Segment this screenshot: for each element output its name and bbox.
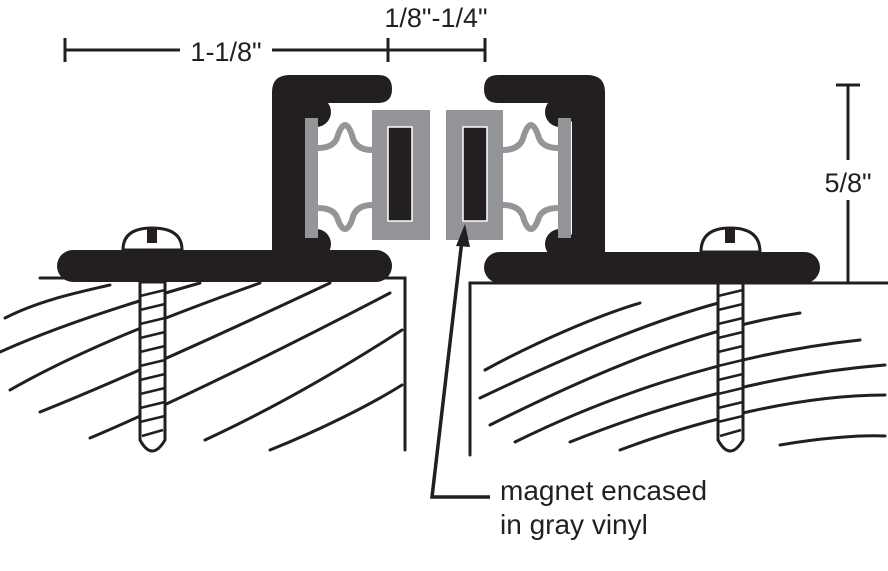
threshold-profile-right: [484, 75, 820, 283]
gap-dimension-label: 1/8"-1/4": [384, 3, 487, 33]
wood-grain-right: [468, 281, 888, 457]
dimension-lines: [63, 38, 860, 285]
callout-line-2: in gray vinyl: [500, 509, 648, 540]
screw-left: [121, 226, 184, 453]
height-dimension-label: 5/8": [824, 168, 871, 198]
height-dimension-line: [836, 83, 860, 285]
threshold-profile-left: [57, 75, 392, 282]
magnet-right: [462, 126, 488, 222]
callout-line-1: magnet encased: [500, 475, 707, 506]
vinyl-gasket-right: [446, 110, 571, 240]
vinyl-gasket-left: [305, 110, 430, 240]
width-dimension-line: [63, 38, 487, 62]
callout-leader: [430, 224, 490, 499]
width-dimension-label: 1-1/8": [190, 37, 261, 67]
screw-right: [699, 226, 762, 453]
magnet-left: [387, 126, 413, 222]
arrowhead-icon: [456, 224, 470, 247]
wood-grain-left: [0, 276, 407, 452]
